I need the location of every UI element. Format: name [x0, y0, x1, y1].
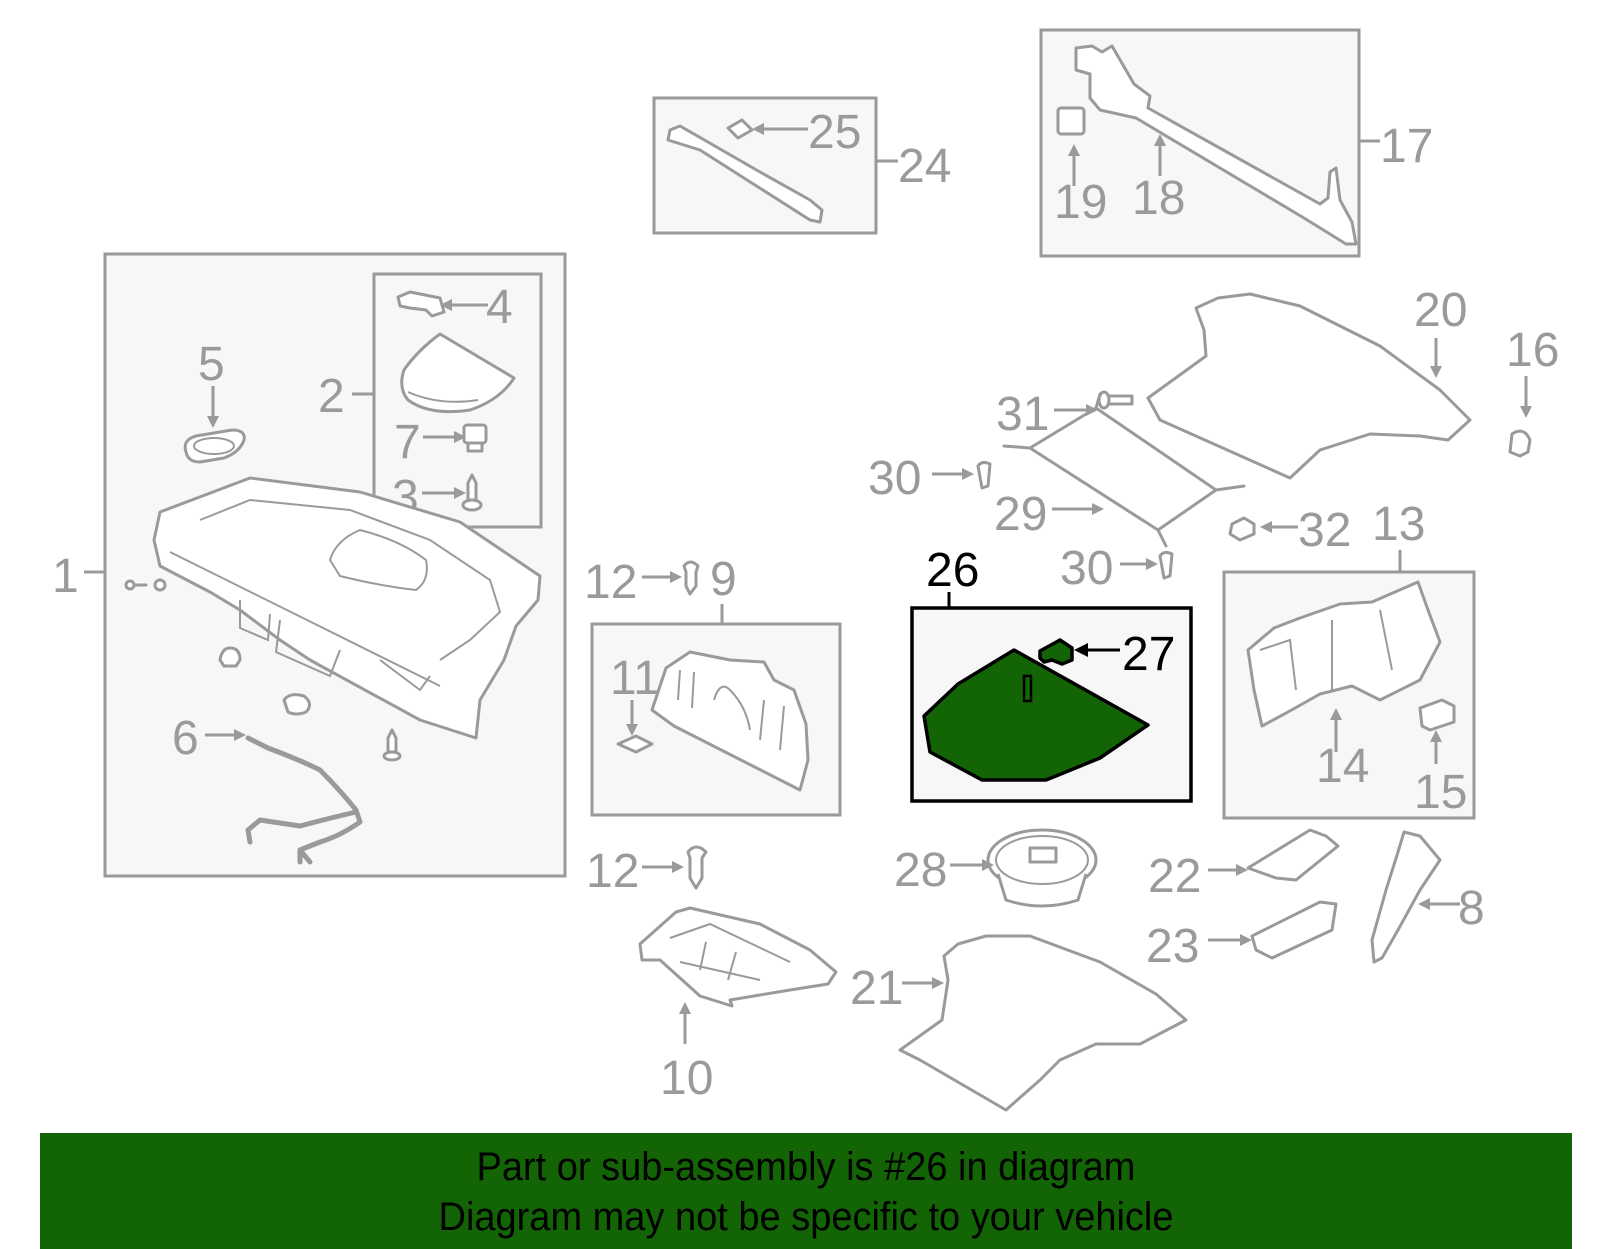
part-19-clip: [1056, 106, 1086, 136]
group-22-23-8: 22 23 8: [1146, 828, 1485, 973]
part-5-grommet: [183, 428, 246, 464]
part-18-rail: [1074, 44, 1358, 246]
callout-25[interactable]: 25: [808, 106, 861, 159]
callout-32[interactable]: 32: [1298, 504, 1351, 557]
part-30-clip-a: [976, 460, 992, 490]
group-10: 12 10: [586, 845, 838, 1105]
callout-4[interactable]: 4: [486, 281, 513, 334]
part-10-floor-panel: [638, 906, 838, 1008]
part-2-cover: [400, 332, 516, 414]
callout-7[interactable]: 7: [394, 416, 421, 469]
part-16-clip: [1508, 429, 1532, 458]
callout-28[interactable]: 28: [894, 844, 947, 897]
part-12-screw-a: [682, 560, 700, 596]
group-28-21: 28 21: [850, 828, 1188, 1112]
callout-18[interactable]: 18: [1132, 172, 1185, 225]
callout-6[interactable]: 6: [172, 712, 199, 765]
part-1-package-tray: [152, 476, 542, 740]
callout-12a[interactable]: 12: [584, 556, 637, 609]
part-27-clip[interactable]: [1038, 638, 1074, 666]
part-25-pad: [726, 118, 754, 140]
part-32-clip: [1228, 516, 1256, 542]
group-parcel-shelf: 20 16 29 31 30 30 32: [868, 284, 1559, 595]
banner-disclaimer-line: Diagram may not be specific to your vehi…: [438, 1195, 1174, 1239]
part-9-panel: [650, 650, 810, 792]
callout-11[interactable]: 11: [610, 652, 660, 705]
callout-16[interactable]: 16: [1506, 324, 1559, 377]
part-6-wire-harness: [245, 735, 363, 865]
part-30-clip-b: [1158, 550, 1174, 580]
group-24: 24 25: [652, 96, 951, 235]
callout-13[interactable]: 13: [1372, 498, 1425, 551]
callout-30a[interactable]: 30: [868, 452, 921, 505]
callout-27[interactable]: 27: [1122, 628, 1175, 681]
group-17: 17 19 18: [1039, 28, 1433, 258]
callout-15[interactable]: 15: [1414, 766, 1467, 819]
callout-26[interactable]: 26: [926, 544, 979, 597]
callout-12b[interactable]: 12: [586, 845, 639, 898]
part-26-slot: [1022, 674, 1033, 703]
callout-31[interactable]: 31: [996, 388, 1049, 441]
banner-part-line: Part or sub-assembly is #26 in diagram: [476, 1145, 1136, 1189]
callout-23[interactable]: 23: [1146, 920, 1199, 973]
part-29-parcel-shelf: [1002, 392, 1246, 548]
callout-8[interactable]: 8: [1458, 882, 1485, 935]
callout-17[interactable]: 17: [1380, 120, 1433, 173]
part-20-trunk-mat: [1146, 292, 1472, 480]
part-15-clip: [1418, 698, 1456, 732]
callout-22[interactable]: 22: [1148, 850, 1201, 903]
callout-29[interactable]: 29: [994, 488, 1047, 541]
callout-19[interactable]: 19: [1054, 176, 1107, 229]
part-info-banner: Part or sub-assembly is #26 in diagram D…: [40, 1133, 1572, 1249]
part-26-trunk-floor-cover[interactable]: [922, 648, 1150, 782]
group-1-package-tray: 1 2 4 7 3 5: [52, 252, 567, 878]
group-26-highlighted[interactable]: 26 27: [910, 544, 1193, 803]
part-21-trunk-mat: [898, 934, 1188, 1112]
part-7-clip: [462, 423, 488, 445]
callout-1[interactable]: 1: [52, 550, 79, 603]
group-13: 13 14 15: [1222, 498, 1476, 820]
part-11-pad: [616, 734, 654, 754]
group-9: 9 11 12: [584, 553, 842, 817]
group-24-box: [652, 96, 878, 235]
callout-5[interactable]: 5: [198, 338, 225, 391]
part-4-bracket: [396, 290, 446, 318]
callout-9[interactable]: 9: [710, 553, 737, 606]
callout-10[interactable]: 10: [660, 1052, 713, 1105]
part-12-screw-b: [686, 845, 708, 890]
part-22-panel: [1246, 828, 1340, 882]
part-23-duct: [1250, 900, 1338, 960]
part-8-pillar-trim: [1370, 830, 1442, 964]
part-3-screw: [466, 473, 478, 502]
callout-14[interactable]: 14: [1316, 740, 1369, 793]
callout-21[interactable]: 21: [850, 962, 903, 1015]
callout-2[interactable]: 2: [318, 370, 345, 423]
callout-30b[interactable]: 30: [1060, 542, 1113, 595]
part-24-trim: [666, 124, 824, 224]
callout-24[interactable]: 24: [898, 140, 951, 193]
callout-20[interactable]: 20: [1414, 284, 1467, 337]
